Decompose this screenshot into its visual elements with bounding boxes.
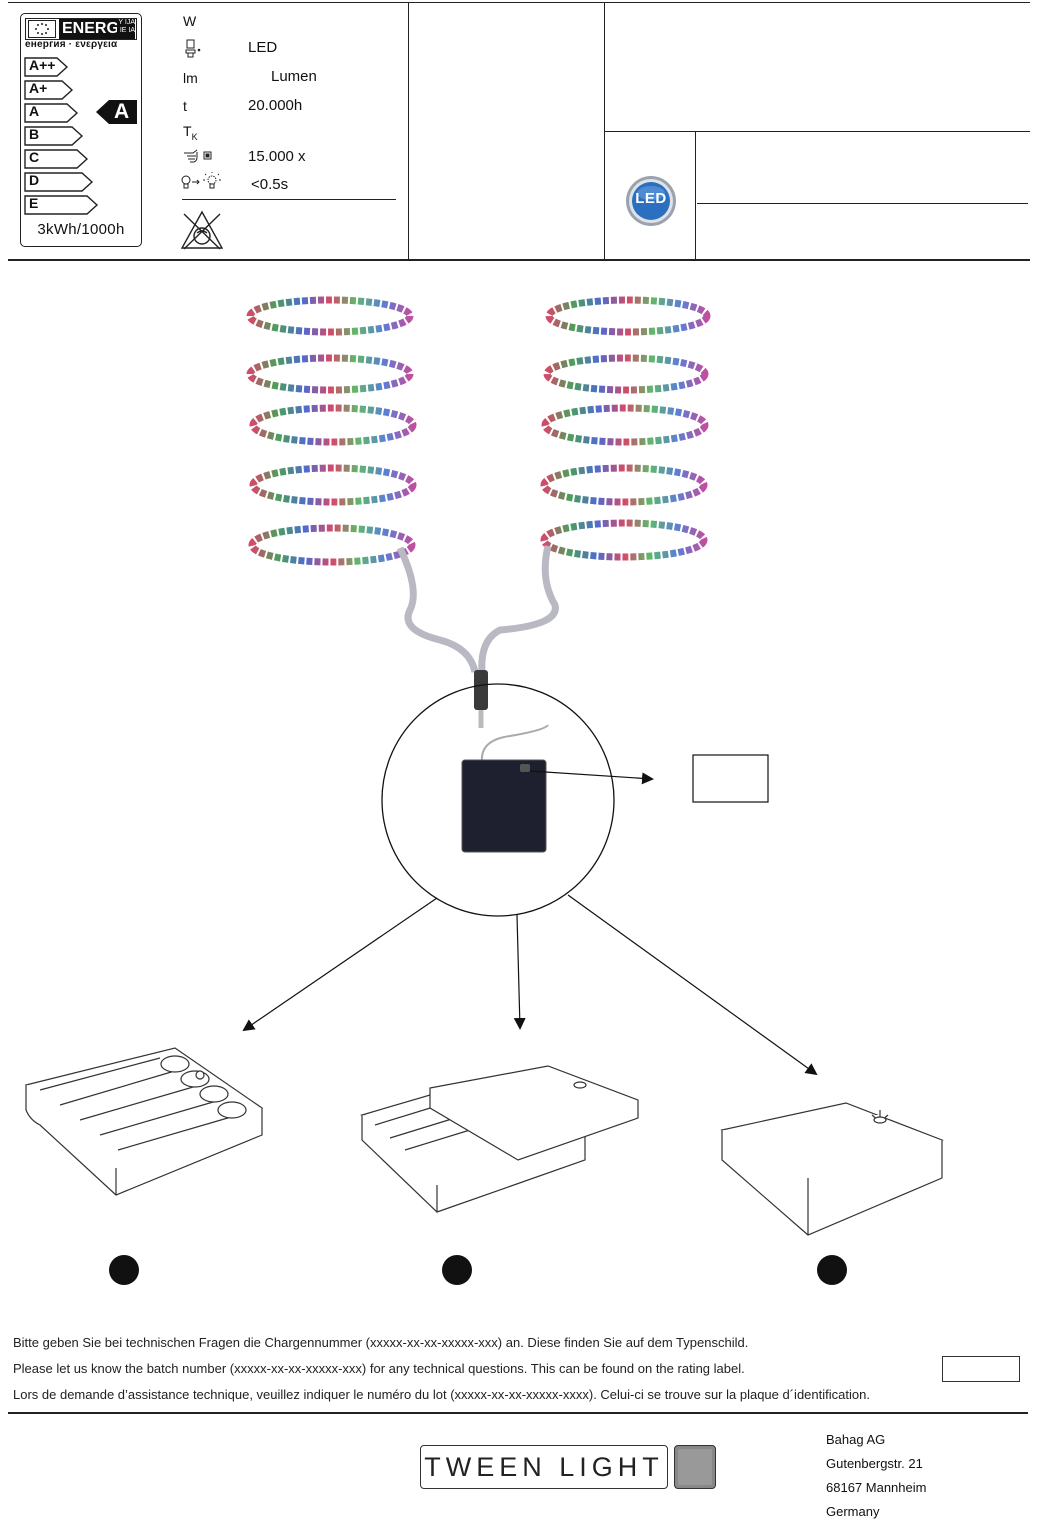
battery-box-closed-illustration xyxy=(720,1102,944,1236)
battery-cable xyxy=(480,724,549,763)
energy-class-arrows xyxy=(24,57,137,215)
battery-box xyxy=(461,759,547,853)
led-badge-text: LED xyxy=(635,190,667,207)
led-strip-right-coil xyxy=(540,296,711,561)
class-label-d: D xyxy=(29,172,40,188)
warmup-time: <0.5s xyxy=(251,176,289,193)
note-german: Bitte geben Sie bei technischen Fragen d… xyxy=(13,1335,749,1350)
step-dot-3 xyxy=(817,1255,847,1285)
address-city: 68167 Mannheim xyxy=(826,1480,927,1495)
color-temp-symbol: TK xyxy=(183,123,198,142)
header-divider-h xyxy=(604,131,1030,132)
switch-cycle-icon xyxy=(184,149,212,163)
batch-number-box xyxy=(942,1356,1020,1382)
brand-logo: TWEEN LIGHT xyxy=(420,1445,668,1489)
watt-symbol: W xyxy=(183,13,197,29)
battery-switch xyxy=(520,764,530,772)
header-divider-2 xyxy=(604,2,605,259)
footer-divider xyxy=(8,1412,1028,1414)
header-top-border xyxy=(8,2,1030,3)
battery-box-sliding-illustration xyxy=(359,1065,639,1213)
note-english: Please let us know the batch number (xxx… xyxy=(13,1361,745,1376)
address-country: Germany xyxy=(826,1504,880,1519)
life-symbol: t xyxy=(183,98,187,114)
lumen-symbol: lm xyxy=(183,70,198,86)
step-dot-2 xyxy=(442,1255,472,1285)
energy-label: ENERG Y IJA IE IA енергия · ενεργεια A++… xyxy=(20,13,142,247)
led-badge-icon xyxy=(626,176,676,226)
lumen-value: Lumen xyxy=(271,68,317,85)
class-label-e: E xyxy=(29,195,39,211)
header-divider-1 xyxy=(408,2,409,259)
header-divider-3 xyxy=(695,131,696,259)
class-label-c: C xyxy=(29,149,40,165)
arrow-step-1 xyxy=(242,897,438,1032)
detail-circle xyxy=(381,683,615,917)
energy-suffix: Y IJA IE IA xyxy=(117,19,135,39)
energy-consumption: 3kWh/1000h xyxy=(37,221,125,238)
switch-callout-box xyxy=(692,754,769,803)
step-dot-1 xyxy=(109,1255,139,1285)
battery-box-open-illustration xyxy=(24,1047,264,1196)
energy-word: ENERG xyxy=(59,19,122,39)
led-strip-left-coil xyxy=(246,296,417,566)
class-label-a-plus-plus: A++ xyxy=(29,57,56,73)
eu-stars-icon xyxy=(28,20,56,38)
energy-suffix-bottom: IE IA xyxy=(119,27,135,34)
spec-underline xyxy=(182,199,396,200)
class-label-a-plus: A+ xyxy=(29,80,48,96)
switch-cycles: 15.000 x xyxy=(248,148,306,165)
energy-suffix-top: Y IJA xyxy=(118,19,135,26)
energy-subtitle: енергия · ενεργεια xyxy=(25,39,118,50)
warmup-icon xyxy=(181,172,221,189)
switch-callout-arrow xyxy=(529,770,654,785)
arrow-step-3 xyxy=(567,894,818,1076)
class-label-a: A xyxy=(29,103,40,119)
address-company: Bahag AG xyxy=(826,1432,886,1447)
eu-energy-header: ENERG Y IJA IE IA xyxy=(25,18,137,40)
led-strip-right-tail xyxy=(478,545,559,673)
product-illustration xyxy=(24,296,944,1285)
color-temp-T: T xyxy=(183,123,192,139)
strip-connector xyxy=(474,670,488,710)
bulb-type-icon xyxy=(185,39,201,58)
color-temp-sub: K xyxy=(191,131,198,142)
header-divider-h2 xyxy=(697,203,1028,204)
selected-class-badge: A xyxy=(114,100,130,123)
lamp-type: LED xyxy=(248,39,278,56)
note-french: Lors de demande d’assistance technique, … xyxy=(13,1387,870,1402)
brand-logo-square xyxy=(674,1445,716,1489)
arrow-step-2 xyxy=(513,914,526,1030)
address-street: Gutenbergstr. 21 xyxy=(826,1456,923,1471)
led-strip-left-tail xyxy=(396,546,479,673)
no-mercury-disposal-icon xyxy=(180,210,224,250)
class-label-b: B xyxy=(29,126,40,142)
header-bottom-border xyxy=(8,259,1030,261)
life-value: 20.000h xyxy=(248,97,303,114)
